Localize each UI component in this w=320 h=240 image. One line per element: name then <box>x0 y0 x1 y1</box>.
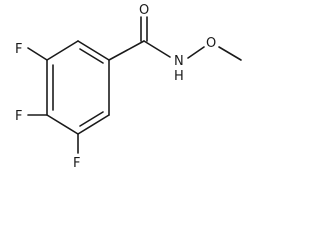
amide-nitrogen-label: N <box>174 54 184 69</box>
o-methyl-bond <box>218 46 242 61</box>
amide-hydrogen-label: H <box>174 69 184 84</box>
ring-carbonyl-bond <box>108 40 145 61</box>
structural-formula: F F F O N H O <box>15 3 242 171</box>
fluorine-bottom-label: F <box>73 156 80 171</box>
ring-bond-4 <box>46 114 79 135</box>
fluorine-middle-label: F <box>15 109 22 124</box>
n-o-bond <box>187 46 205 59</box>
ring-double-bond-1 <box>79 48 104 64</box>
ring-double-bond-2 <box>79 111 104 127</box>
carbonyl-oxygen-label: O <box>139 3 149 18</box>
ring-bond-6 <box>46 40 79 61</box>
fluorine-top-label: F <box>15 42 22 57</box>
ring-bond-1 <box>77 40 110 61</box>
ether-oxygen-label: O <box>206 36 216 51</box>
benzene-ring <box>46 40 110 135</box>
carbonyl-n-bond <box>143 40 171 58</box>
c-f-bond-top <box>27 47 48 61</box>
ring-bond-3 <box>77 114 110 135</box>
